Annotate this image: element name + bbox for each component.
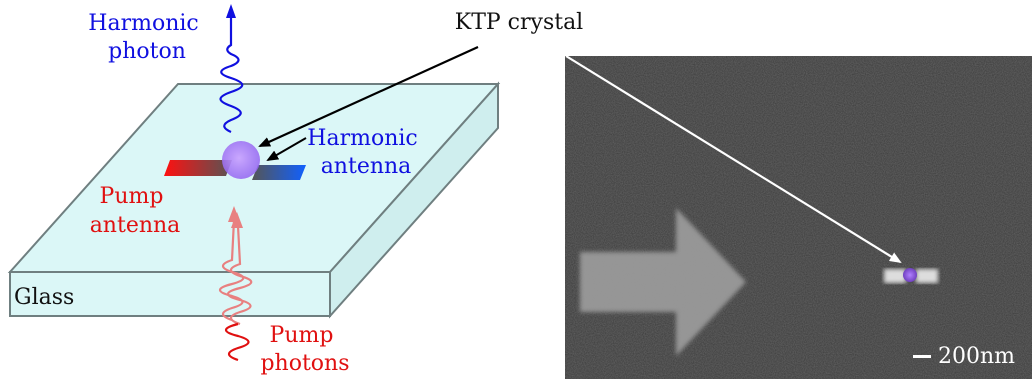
- label-glass: Glass: [14, 285, 74, 310]
- scale-bar-label: 200nm: [938, 344, 1015, 369]
- scale-bar: [913, 355, 931, 358]
- ktp-pointer-to-sem: [565, 55, 902, 264]
- ktp-pointer-to-schematic: [258, 45, 479, 148]
- sem-antenna-pair: [884, 268, 938, 283]
- label-ktp-crystal: KTP crystal: [455, 10, 583, 35]
- harmonic-photon-wave: [219, 4, 244, 134]
- sem-image: 200nm: [565, 56, 1032, 379]
- label-pump-antenna: Pump antenna: [90, 184, 181, 238]
- pump-photon-waves: [218, 206, 253, 362]
- label-pump-photons: Pump photons: [260, 323, 349, 376]
- label-harmonic-antenna: Harmonic antenna: [307, 126, 424, 179]
- sem-arrow-structure: [580, 208, 746, 356]
- harmonic-antenna-pointer: [266, 137, 307, 162]
- harmonic-antenna-bar: [252, 165, 306, 180]
- ktp-crystal-sphere: [222, 141, 260, 179]
- label-harmonic-photon: Harmonic photon: [88, 11, 205, 64]
- pump-antenna-bar: [164, 160, 232, 176]
- glass-slab: [7, 81, 501, 319]
